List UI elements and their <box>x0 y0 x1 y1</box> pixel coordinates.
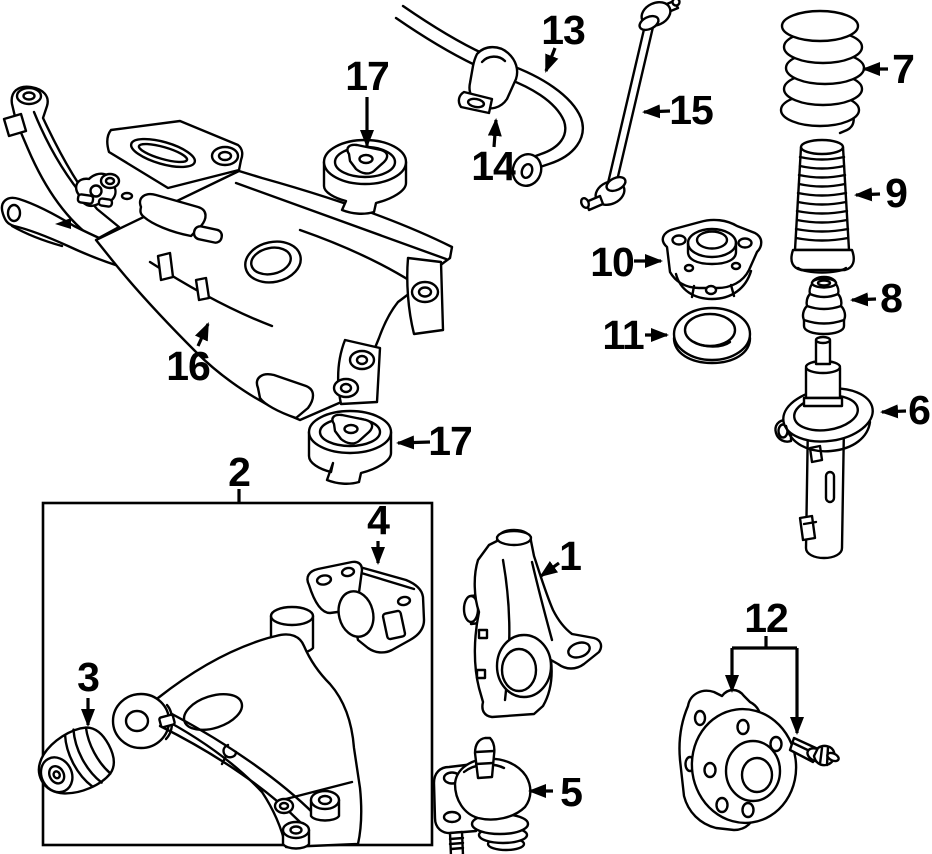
dust-boot <box>790 138 855 274</box>
callout-7[interactable]: 7 <box>862 46 915 92</box>
callout-6-number[interactable]: 6 <box>908 387 931 433</box>
callout-4-number[interactable]: 4 <box>367 497 391 543</box>
control-arm-bracket-bushing <box>306 560 426 654</box>
callout-2[interactable]: 2 <box>228 449 251 502</box>
callout-10-number[interactable]: 10 <box>590 239 635 285</box>
callout-14[interactable]: 14 <box>471 118 517 189</box>
callout-9-number[interactable]: 9 <box>885 170 908 216</box>
callout-7-number[interactable]: 7 <box>892 46 915 92</box>
strut-bearing <box>672 306 752 365</box>
stabilizer-bar-bracket <box>457 45 519 115</box>
callout-1[interactable]: 1 <box>539 533 582 579</box>
callout-17-lower[interactable]: 17 <box>396 418 473 464</box>
coil-spring <box>779 9 866 135</box>
subframe <box>0 85 454 422</box>
callout-1-number[interactable]: 1 <box>559 533 582 579</box>
callout-17-lower-number[interactable]: 17 <box>428 418 473 464</box>
callout-14-number[interactable]: 14 <box>471 143 517 189</box>
callout-13-number[interactable]: 13 <box>541 7 586 53</box>
callout-5[interactable]: 5 <box>528 769 583 815</box>
callout-12[interactable]: 12 <box>725 595 804 735</box>
wheel-hub <box>678 688 798 832</box>
callout-8-number[interactable]: 8 <box>880 275 903 321</box>
control-arm-bushing <box>37 726 116 795</box>
ball-joint <box>432 736 532 854</box>
control-arm-assembly-box <box>41 501 434 847</box>
callout-8[interactable]: 8 <box>850 275 903 321</box>
callout-6[interactable]: 6 <box>880 387 931 433</box>
callout-3-number[interactable]: 3 <box>77 654 100 700</box>
callout-4[interactable]: 4 <box>367 497 391 565</box>
callout-11[interactable]: 11 <box>602 312 669 358</box>
callout-15-number[interactable]: 15 <box>669 87 714 133</box>
stabilizer-link <box>579 0 681 212</box>
subframe-bushing-upper <box>322 138 408 215</box>
strut-mount <box>661 218 763 301</box>
callout-13[interactable]: 13 <box>541 7 586 73</box>
callout-10[interactable]: 10 <box>590 239 663 285</box>
strut <box>774 335 874 560</box>
callout-15[interactable]: 15 <box>642 87 714 133</box>
bump-stop <box>801 275 847 336</box>
hub-bolt <box>788 736 840 767</box>
callout-3[interactable]: 3 <box>77 654 100 727</box>
callout-5-number[interactable]: 5 <box>560 769 583 815</box>
callout-17-upper[interactable]: 17 <box>345 53 390 148</box>
lower-control-arm <box>111 605 363 850</box>
callout-12-number[interactable]: 12 <box>744 595 789 641</box>
steering-knuckle <box>462 528 603 719</box>
callout-17-upper-number[interactable]: 17 <box>345 53 390 99</box>
callout-16-number[interactable]: 16 <box>166 343 211 389</box>
callout-11-number[interactable]: 11 <box>602 312 645 358</box>
subframe-bushing-lower <box>307 409 393 485</box>
callout-9[interactable]: 9 <box>854 170 908 216</box>
callout-2-number[interactable]: 2 <box>228 449 251 495</box>
callout-16[interactable]: 16 <box>166 322 211 389</box>
stabilizer-bar <box>394 4 584 187</box>
